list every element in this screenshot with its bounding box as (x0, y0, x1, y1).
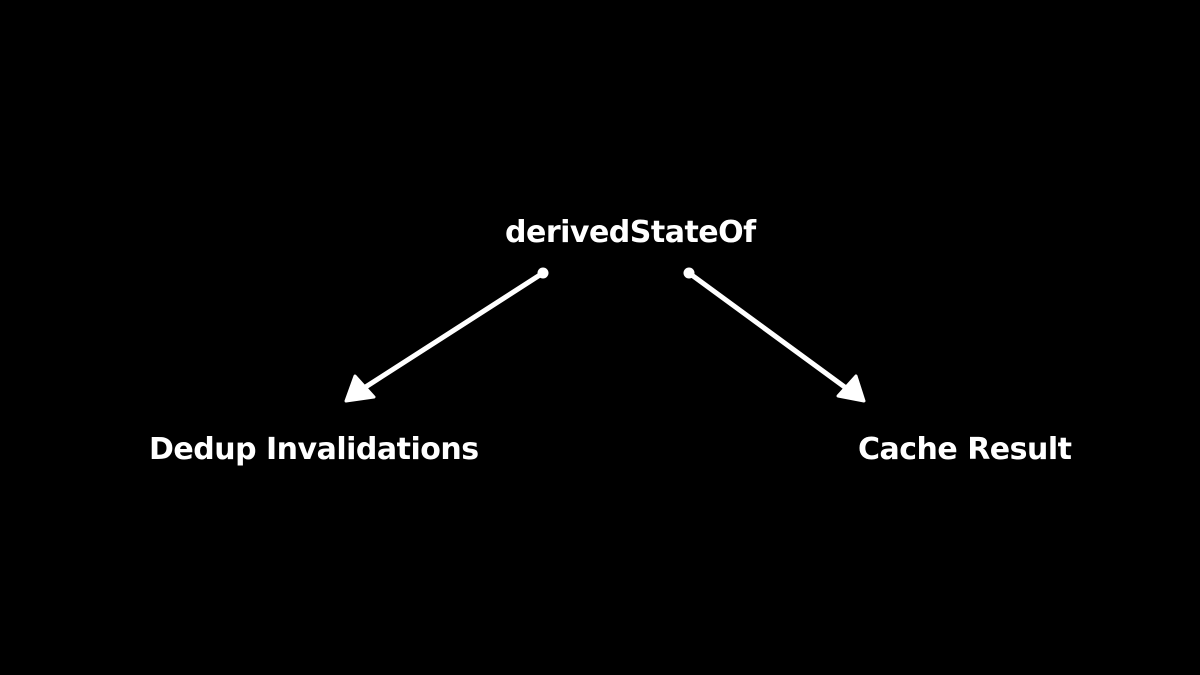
arrow-to-dedup-invalidations (344, 267, 549, 403)
arrow-head (344, 374, 376, 403)
root-node-label: derivedStateOf (505, 215, 756, 250)
child-node-label-dedup-invalidations: Dedup Invalidations (149, 432, 479, 467)
arrow-to-cache-result (683, 267, 866, 403)
child-node-label-cache-result: Cache Result (858, 432, 1072, 467)
arrow-shaft (686, 270, 849, 391)
arrow-shaft (361, 270, 546, 391)
arrow-head (836, 374, 866, 403)
